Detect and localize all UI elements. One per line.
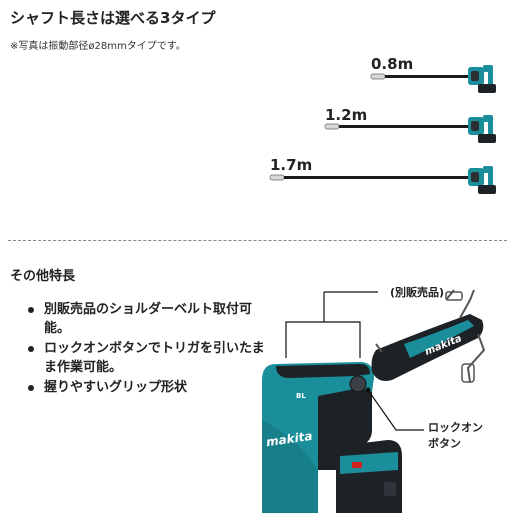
callout-lock-on-line1: ロックオン bbox=[428, 421, 483, 434]
feature-item: 別販売品のショルダーベルト取付可能。 bbox=[28, 300, 268, 338]
tool-model-badge: BL bbox=[296, 392, 306, 400]
callout-lines bbox=[285, 291, 424, 431]
vibrator-1-7m bbox=[269, 166, 496, 194]
callout-sold-separately: (別販売品) bbox=[390, 286, 445, 299]
feature-list: 別販売品のショルダーベルト取付可能。 ロックオンボタンでトリガを引いたまま作業可… bbox=[28, 300, 268, 398]
section-divider bbox=[8, 240, 507, 241]
feature-item: 握りやすいグリップ形状 bbox=[28, 378, 268, 397]
section-title-shaft: シャフト長さは選べる3タイプ bbox=[10, 9, 216, 27]
shaft-label-1-7m: 1.7m bbox=[270, 156, 313, 174]
section-title-other-features: その他特長 bbox=[10, 269, 76, 284]
shaft-label-0-8m: 0.8m bbox=[371, 55, 414, 73]
shoulder-belt-illustration bbox=[371, 289, 486, 383]
vibrator-0-8m bbox=[370, 65, 496, 93]
shaft-label-1-2m: 1.2m bbox=[325, 106, 368, 124]
vibrator-tool-body bbox=[262, 362, 402, 513]
vibrator-1-2m bbox=[324, 115, 496, 143]
feature-item: ロックオンボタンでトリガを引いたまま作業可能。 bbox=[28, 339, 268, 377]
callout-lock-on-line2: ボタン bbox=[428, 437, 461, 450]
photo-note: ※写真は振動部径ø28mmタイプです。 bbox=[10, 41, 186, 52]
lock-on-button-marker bbox=[365, 387, 371, 393]
shaft-illustrations bbox=[269, 65, 496, 194]
